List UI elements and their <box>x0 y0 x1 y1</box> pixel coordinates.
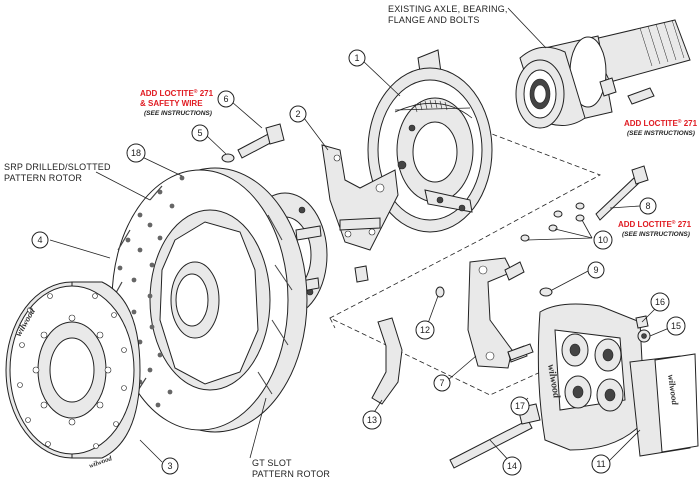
callout-8: 8 <box>639 197 657 215</box>
axle-see-instructions: (SEE INSTRUCTIONS) <box>627 130 695 137</box>
svg-text:11: 11 <box>596 459 605 469</box>
svg-text:4: 4 <box>37 235 42 245</box>
callout-15: 15 <box>666 316 686 336</box>
gt-rotor-label-line1: GT SLOT <box>252 458 292 468</box>
bolt-see-instructions: (SEE INSTRUCTIONS) <box>622 231 690 238</box>
pad-logo: wilwood <box>666 374 680 406</box>
safety-see-instructions: (SEE INSTRUCTIONS) <box>144 110 212 117</box>
srp-rotor-label-line1: SRP DRILLED/SLOTTED <box>4 162 111 172</box>
flange-bolt <box>599 77 655 105</box>
svg-text:2: 2 <box>295 109 300 119</box>
caliper: wilwood <box>537 303 646 451</box>
svg-text:17: 17 <box>515 401 525 411</box>
loctite-safety-note: ADD LOCTITE® 271 <box>140 88 214 98</box>
gt-rotor-label-line2: PATTERN ROTOR <box>252 469 330 479</box>
svg-text:13: 13 <box>367 415 377 425</box>
loctite-bolt-note: ADD LOCTITE® 271 <box>618 219 692 229</box>
svg-text:15: 15 <box>671 321 681 331</box>
callout-7: 7 <box>433 374 451 392</box>
callout-17: 17 <box>510 396 530 416</box>
rotor <box>111 167 308 433</box>
axle-label-line2: FLANGE AND BOLTS <box>388 15 480 25</box>
callout-12: 12 <box>415 320 435 340</box>
axle-assembly <box>507 7 691 129</box>
callout-10: 10 <box>593 230 613 250</box>
svg-text:9: 9 <box>593 265 598 275</box>
loctite-axle-note: ADD LOCTITE® 271 <box>624 118 698 128</box>
drum-hat: wilwood wilwood <box>5 281 141 470</box>
parking-brake-assembly <box>367 49 493 233</box>
callout-2: 2 <box>289 105 307 123</box>
callout-5: 5 <box>191 124 209 142</box>
callout-4: 4 <box>31 231 49 249</box>
svg-text:7: 7 <box>439 378 444 388</box>
callout-9: 9 <box>587 261 605 279</box>
svg-text:6: 6 <box>223 94 228 104</box>
callout-1: 1 <box>348 49 366 67</box>
callouts: 1 2 3 4 5 6 7 8 9 10 11 12 13 14 15 16 1… <box>31 49 686 476</box>
svg-text:14: 14 <box>507 461 517 471</box>
brake-pads: wilwood <box>629 353 699 457</box>
svg-text:18: 18 <box>131 148 141 158</box>
svg-text:10: 10 <box>598 235 608 245</box>
callout-16: 16 <box>650 292 670 312</box>
svg-text:3: 3 <box>167 461 172 471</box>
srp-rotor-label-line2: PATTERN ROTOR <box>4 173 82 183</box>
callout-18: 18 <box>126 143 146 163</box>
part-labels: EXISTING AXLE, BEARING, FLANGE AND BOLTS… <box>4 4 508 479</box>
hardware <box>371 165 651 469</box>
svg-text:8: 8 <box>645 201 650 211</box>
alignment-plane <box>329 119 601 396</box>
callout-14: 14 <box>502 456 522 476</box>
install-notes: ADD LOCTITE® 271 & SAFETY WIRE (SEE INST… <box>140 88 698 238</box>
callout-13: 13 <box>362 410 382 430</box>
mounting-bolt <box>221 123 285 163</box>
backing-bracket <box>321 144 399 283</box>
axle-label-line1: EXISTING AXLE, BEARING, <box>388 4 508 14</box>
svg-text:1: 1 <box>354 53 359 63</box>
callout-6: 6 <box>217 90 235 108</box>
svg-text:12: 12 <box>420 325 430 335</box>
safety-wire-note: & SAFETY WIRE <box>140 99 203 108</box>
callout-3: 3 <box>161 457 179 475</box>
svg-text:5: 5 <box>197 128 202 138</box>
callout-11: 11 <box>591 454 611 474</box>
svg-text:16: 16 <box>655 297 665 307</box>
